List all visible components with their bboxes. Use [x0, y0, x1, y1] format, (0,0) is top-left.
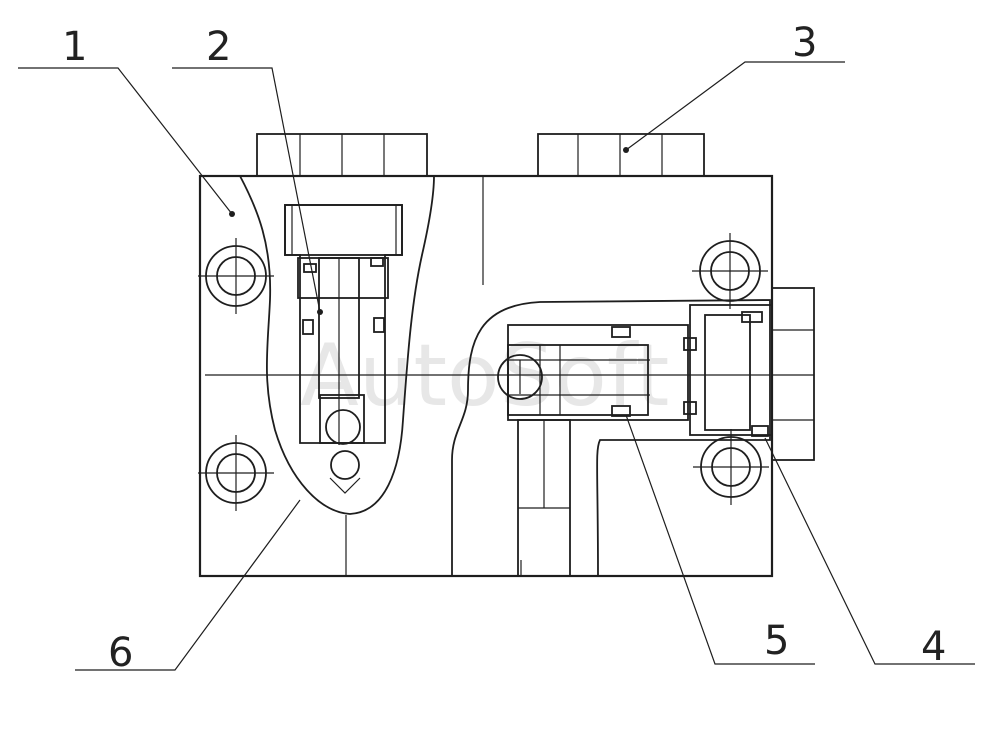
mounting-hole-bottom-right	[693, 429, 769, 505]
mounting-hole-bottom-left	[198, 435, 274, 511]
mounting-hole-top-left	[198, 238, 274, 314]
right-side-plug	[689, 287, 815, 461]
top-right-plug	[537, 133, 705, 177]
mounting-hole-top-right	[692, 233, 768, 309]
callout-4: 4	[921, 624, 946, 670]
right-section-cutaway	[451, 299, 771, 577]
top-left-plug	[256, 133, 428, 177]
callout-2: 2	[206, 24, 231, 70]
leader-dot-2	[317, 309, 323, 315]
callout-6: 6	[108, 630, 133, 676]
left-section-cutaway	[238, 175, 435, 515]
callout-3: 3	[792, 20, 817, 66]
watermark-text: AutoSoft	[300, 326, 669, 426]
callout-5: 5	[764, 618, 789, 664]
leader-lines	[18, 61, 975, 671]
callout-1: 1	[62, 24, 87, 70]
leader-dot-3	[623, 147, 629, 153]
leader-dot-1	[229, 211, 235, 217]
